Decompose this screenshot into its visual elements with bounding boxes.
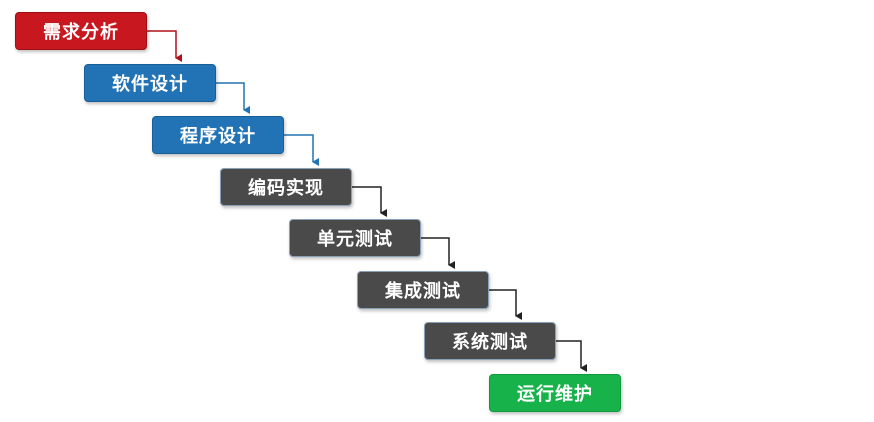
step-label: 程序设计 [180,126,256,147]
connector-5-6 [421,237,455,269]
step-label: 需求分析 [43,22,119,43]
step-requirements-analysis: 需求分析 [15,12,147,50]
connector-6-7 [489,289,522,320]
connector-2-3 [216,82,250,114]
step-label: 系统测试 [452,332,528,353]
step-label: 运行维护 [517,384,593,405]
step-label: 单元测试 [317,229,393,250]
step-label: 软件设计 [112,74,188,95]
connector-7-8 [556,340,587,372]
step-label: 集成测试 [385,281,461,302]
step-program-design: 程序设计 [152,116,284,154]
step-system-testing: 系统测试 [424,322,556,360]
connector-4-5 [352,186,387,217]
step-unit-testing: 单元测试 [289,219,421,257]
step-coding: 编码实现 [220,168,352,206]
step-label: 编码实现 [248,178,324,199]
step-operation-maintenance: 运行维护 [489,374,621,412]
connector-1-2 [147,30,182,62]
step-integration-testing: 集成测试 [357,271,489,309]
connector-3-4 [284,134,319,166]
step-software-design: 软件设计 [84,64,216,102]
